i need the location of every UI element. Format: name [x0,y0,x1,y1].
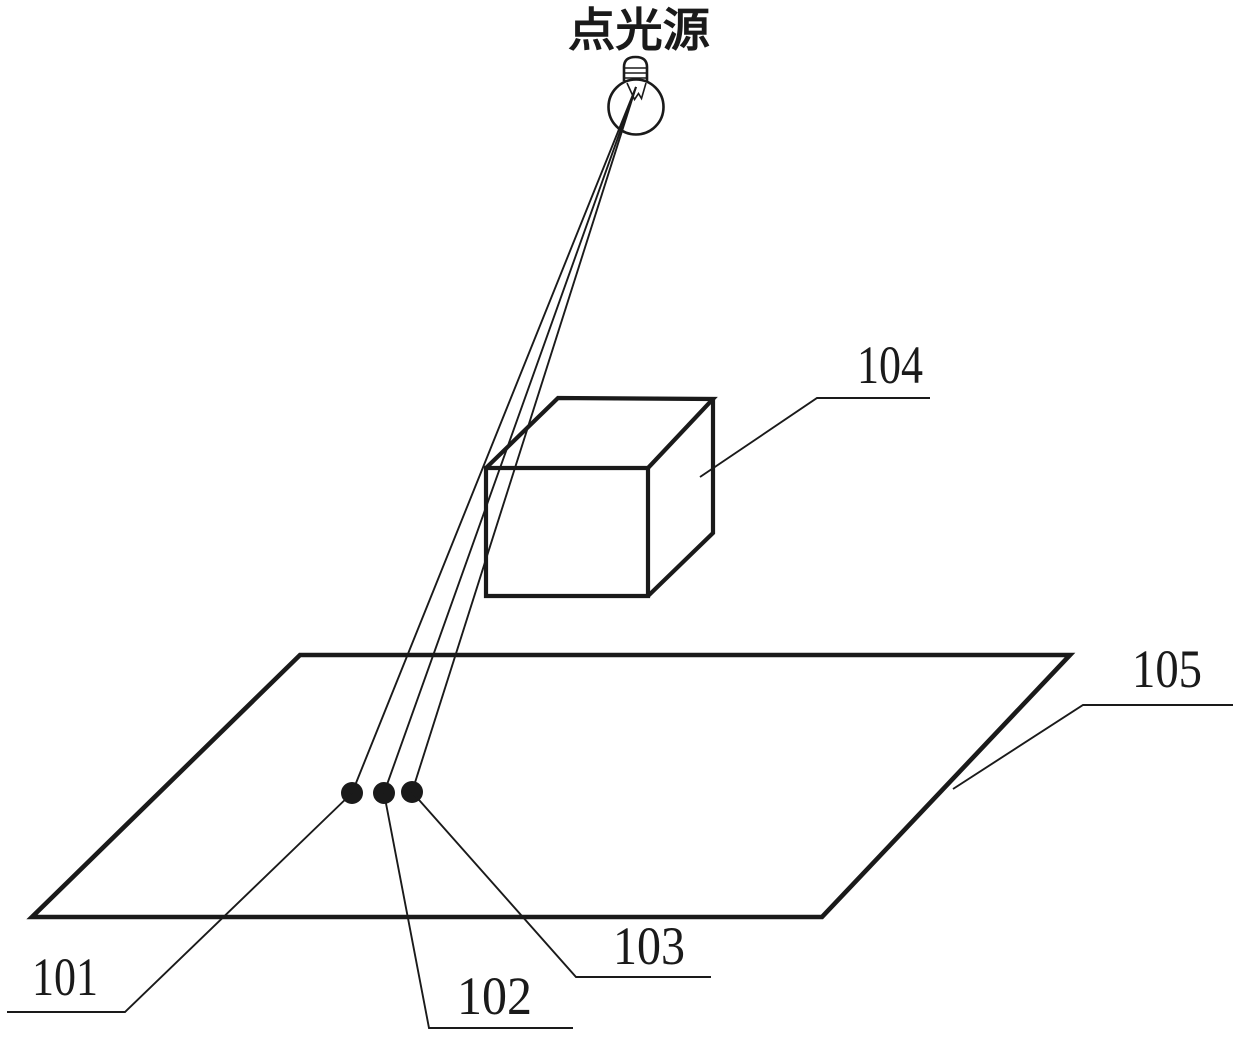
point-light-source-label: 点光源 [568,5,710,56]
leader-line-104 [699,397,930,478]
light-bulb-icon [607,55,665,136]
cube-top-face [484,395,718,470]
leader-line-102 [383,792,573,1029]
label-104: 104 [857,335,923,395]
bulb-glass-outline [607,78,665,136]
light-ray-3 [411,86,637,793]
label-103: 103 [613,916,685,976]
label-101: 101 [32,947,98,1007]
cube-right-face [646,399,716,598]
cube-front-face [483,465,651,599]
projection-dots [341,781,423,804]
light-rays [351,86,637,794]
leader-lines [7,397,1233,1029]
bulb-cap-outline [622,55,649,81]
bulb-filament [626,82,647,102]
cube-object [483,395,718,599]
label-105: 105 [1132,639,1202,699]
light-ray-2 [383,86,637,794]
leader-line-103 [411,791,711,978]
leader-line-105 [952,704,1233,790]
leader-line-101 [7,792,353,1013]
ground-plane [26,652,1076,920]
reference-numerals: 101 102 103 104 105 [32,335,1202,1026]
label-102: 102 [457,966,532,1026]
light-ray-1 [351,86,637,794]
